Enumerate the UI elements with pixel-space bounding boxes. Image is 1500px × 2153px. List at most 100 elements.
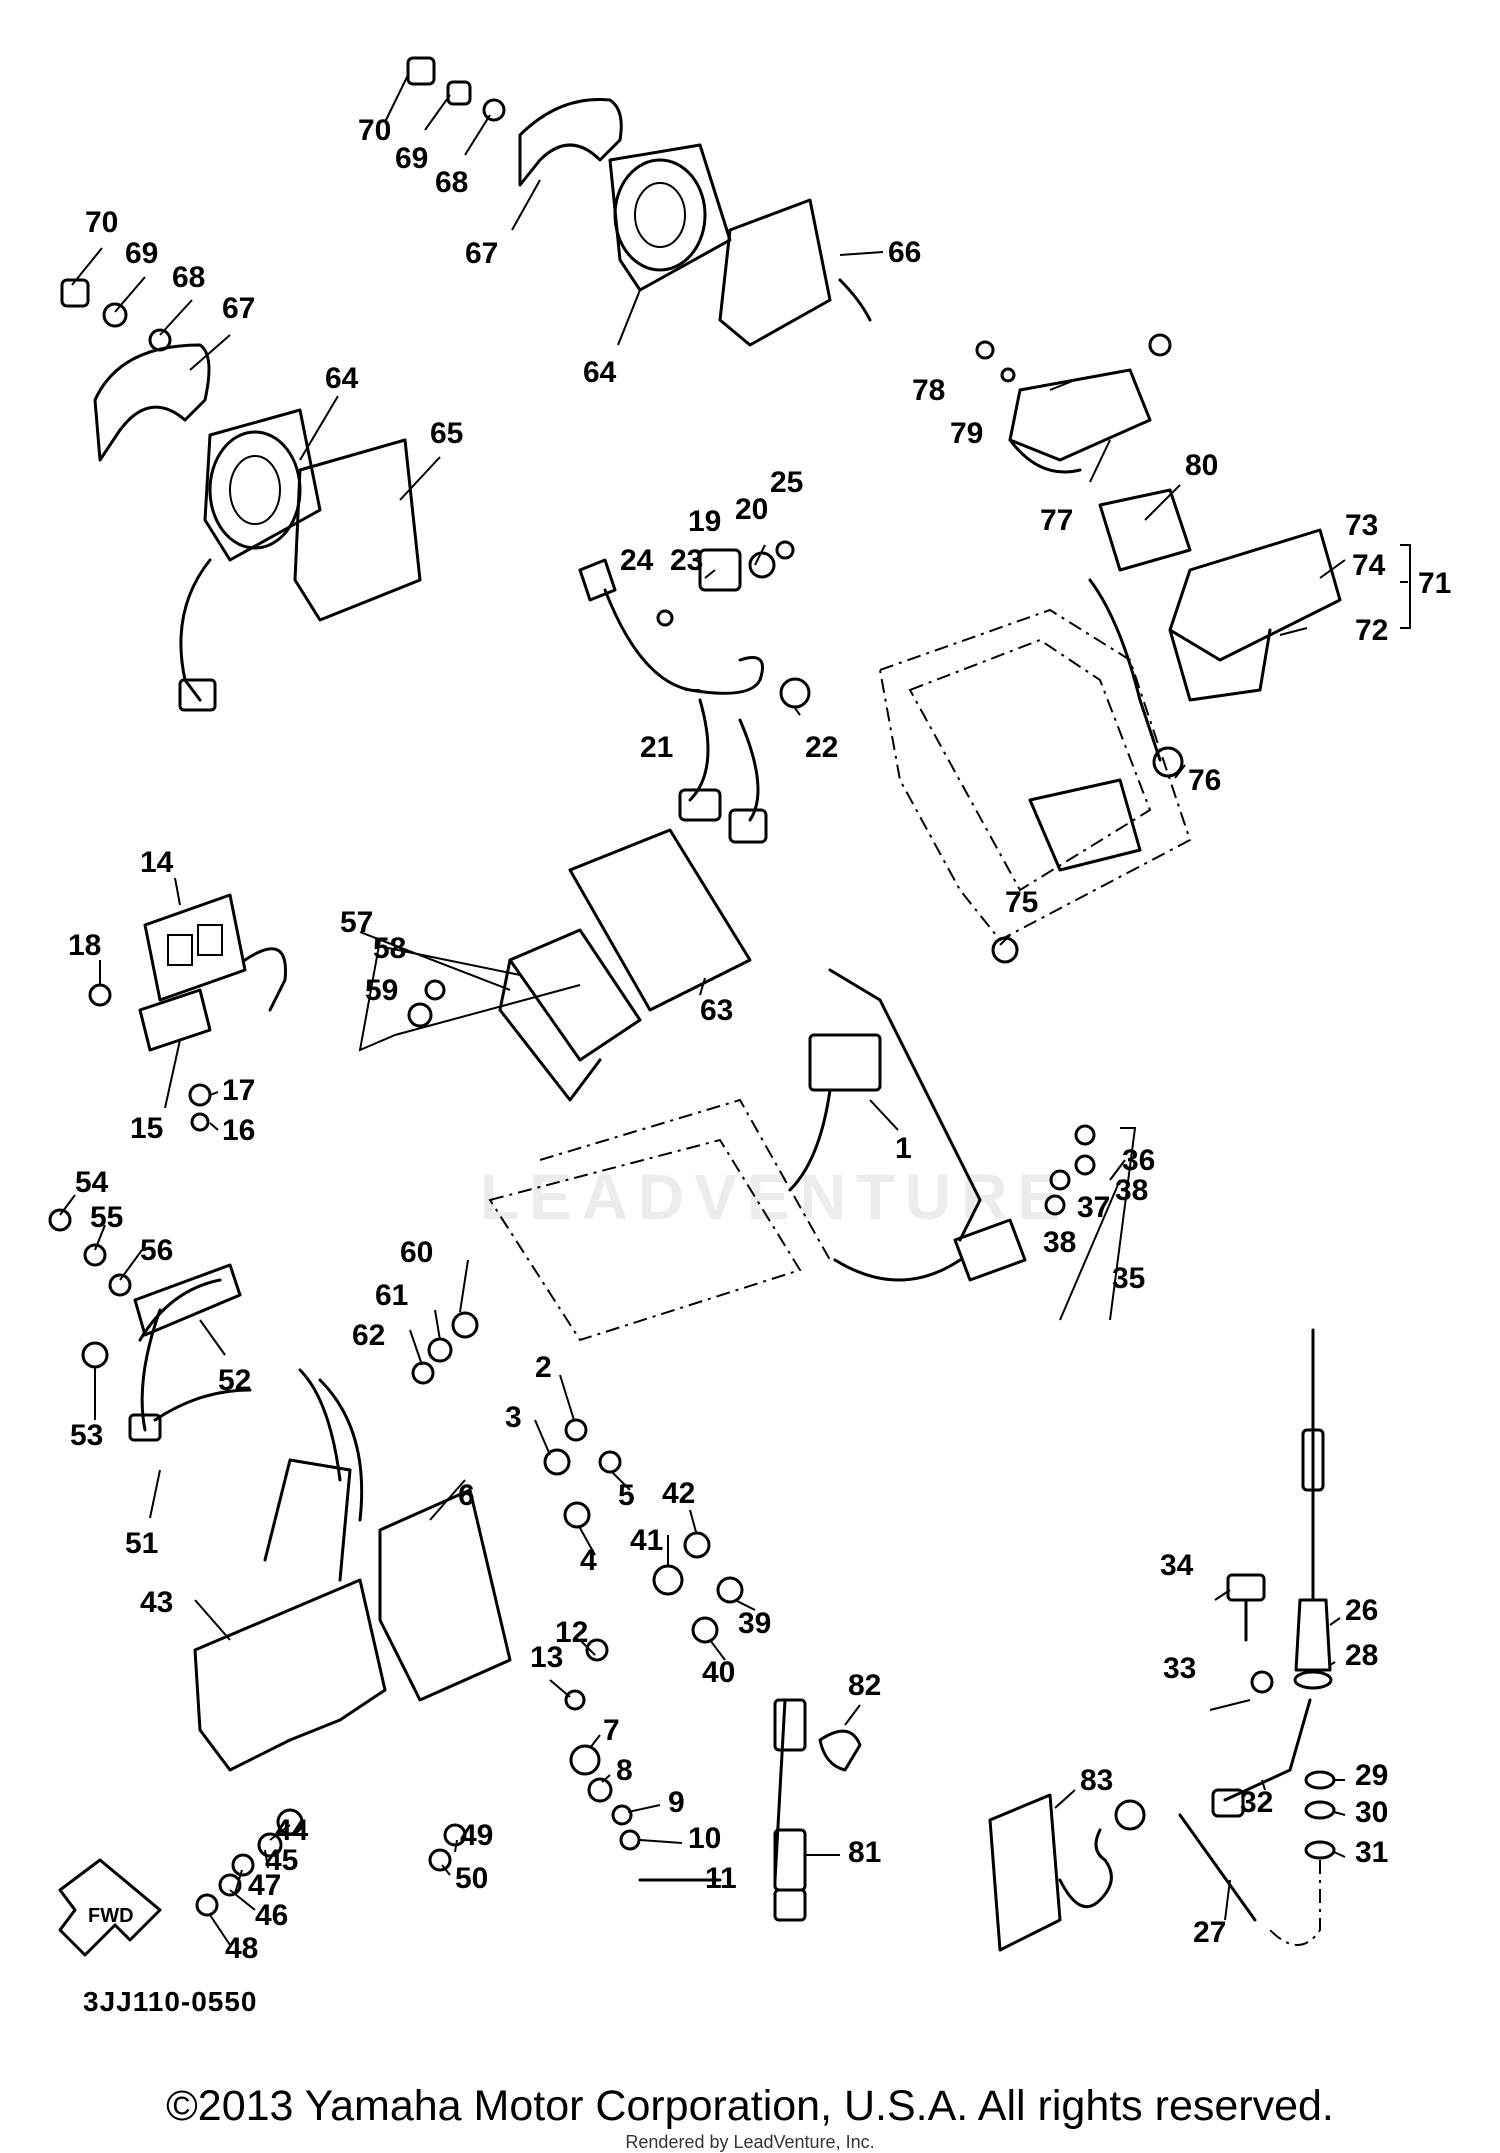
- leader-lines: [59, 74, 1408, 1946]
- callout: 47: [248, 1869, 281, 1902]
- callout: 23: [670, 544, 703, 577]
- callout: 81: [848, 1836, 881, 1869]
- callout: 70: [85, 206, 118, 239]
- callout: 68: [172, 261, 205, 294]
- callout: 78: [912, 374, 945, 407]
- callout: 35: [1112, 1262, 1145, 1295]
- callout: 82: [848, 1669, 881, 1702]
- callout: 61: [375, 1279, 408, 1312]
- copyright-notice: ©2013 Yamaha Motor Corporation, U.S.A. A…: [166, 2082, 1334, 2130]
- callout: 40: [702, 1656, 735, 1689]
- rendered-by-note: Rendered by LeadVenture, Inc.: [625, 2132, 875, 2152]
- callout: 1: [895, 1132, 912, 1165]
- callout: 18: [68, 929, 101, 962]
- callout: 22: [805, 731, 838, 764]
- callout: 9: [668, 1786, 685, 1819]
- callout: 25: [770, 466, 803, 499]
- callout: 38: [1043, 1226, 1076, 1259]
- callout: 66: [888, 236, 921, 269]
- speaker-assembly-left: [60, 278, 422, 712]
- callout: 67: [222, 292, 255, 325]
- radio-unit-assembly: [878, 333, 1342, 964]
- callout: 33: [1163, 1652, 1196, 1685]
- callout: 60: [400, 1236, 433, 1269]
- callout: 4: [580, 1544, 597, 1577]
- callout: 26: [1345, 1594, 1378, 1627]
- callout: 80: [1185, 449, 1218, 482]
- callout: 39: [738, 1607, 771, 1640]
- callout: 44: [275, 1814, 309, 1847]
- callout: 67: [465, 237, 498, 270]
- callout: 65: [430, 417, 463, 450]
- callout: 15: [130, 1112, 163, 1145]
- callout: 50: [455, 1862, 488, 1895]
- callout: 36: [1122, 1144, 1155, 1177]
- left-module: [88, 893, 287, 1132]
- callout: 8: [616, 1754, 633, 1787]
- callout: 46: [255, 1899, 288, 1932]
- callout: 5: [618, 1479, 635, 1512]
- callout: 12: [555, 1616, 588, 1649]
- callout: 21: [640, 731, 673, 764]
- callout: 64: [325, 362, 359, 395]
- callout: 55: [90, 1201, 123, 1234]
- left-lower-components: [128, 1263, 512, 1772]
- callout: 58: [373, 932, 406, 965]
- callout: 74: [1352, 549, 1386, 582]
- callout: 19: [688, 505, 721, 538]
- callout: 83: [1080, 1764, 1113, 1797]
- callout: 70: [358, 114, 391, 147]
- callout: 6: [458, 1479, 475, 1512]
- callout: 52: [218, 1364, 251, 1397]
- callout: 34: [1160, 1549, 1194, 1582]
- callout: 7: [603, 1714, 620, 1747]
- fasteners: [48, 979, 1096, 1917]
- callout: 56: [140, 1234, 173, 1267]
- callout: 63: [700, 994, 733, 1027]
- callout: 2: [535, 1351, 552, 1384]
- callout: 29: [1355, 1759, 1388, 1792]
- callout: 17: [222, 1074, 255, 1107]
- callout: 13: [530, 1641, 563, 1674]
- callout: 72: [1355, 614, 1388, 647]
- callout: 77: [1040, 504, 1073, 537]
- callout: 10: [688, 1822, 721, 1855]
- callout: 69: [395, 142, 428, 175]
- callout-labels: 70 69 68 67 66 64 70 69 68 67 64 65 78 7…: [68, 114, 1451, 1965]
- callout: 27: [1193, 1916, 1226, 1949]
- center-harness: [578, 540, 811, 844]
- callout: 16: [222, 1114, 255, 1147]
- callout: 54: [75, 1166, 109, 1199]
- callout: 51: [125, 1527, 158, 1560]
- callout: 49: [460, 1819, 493, 1852]
- callout: 69: [125, 237, 158, 270]
- callout: 37: [1077, 1191, 1110, 1224]
- callout: 71: [1418, 567, 1451, 600]
- forward-arrow-icon: FWD: [58, 1858, 162, 1957]
- callout: 31: [1355, 1836, 1388, 1869]
- callout: 59: [365, 974, 398, 1007]
- callout: 38: [1115, 1174, 1148, 1207]
- callout: 3: [505, 1401, 522, 1434]
- callout: 75: [1005, 886, 1038, 919]
- callout: 45: [265, 1844, 298, 1877]
- callout: 53: [70, 1419, 103, 1452]
- speaker-assembly-top: [406, 56, 872, 347]
- callout: 43: [140, 1586, 173, 1619]
- center-panel: [488, 828, 1027, 1342]
- callout: 79: [950, 417, 983, 450]
- group-brackets: [358, 544, 1411, 1321]
- callout: 73: [1345, 509, 1378, 542]
- callout: 68: [435, 166, 468, 199]
- callout: 42: [662, 1477, 695, 1510]
- part-code: 3JJ110-0550: [83, 1986, 258, 2017]
- callout: 20: [735, 493, 768, 526]
- callout: 76: [1188, 764, 1221, 797]
- bottom-center-parts: [569, 1698, 1146, 1952]
- callout: 62: [352, 1319, 385, 1352]
- callout: 14: [140, 846, 174, 879]
- callout: 30: [1355, 1796, 1388, 1829]
- callout: 41: [630, 1524, 663, 1557]
- callout: 57: [340, 906, 373, 939]
